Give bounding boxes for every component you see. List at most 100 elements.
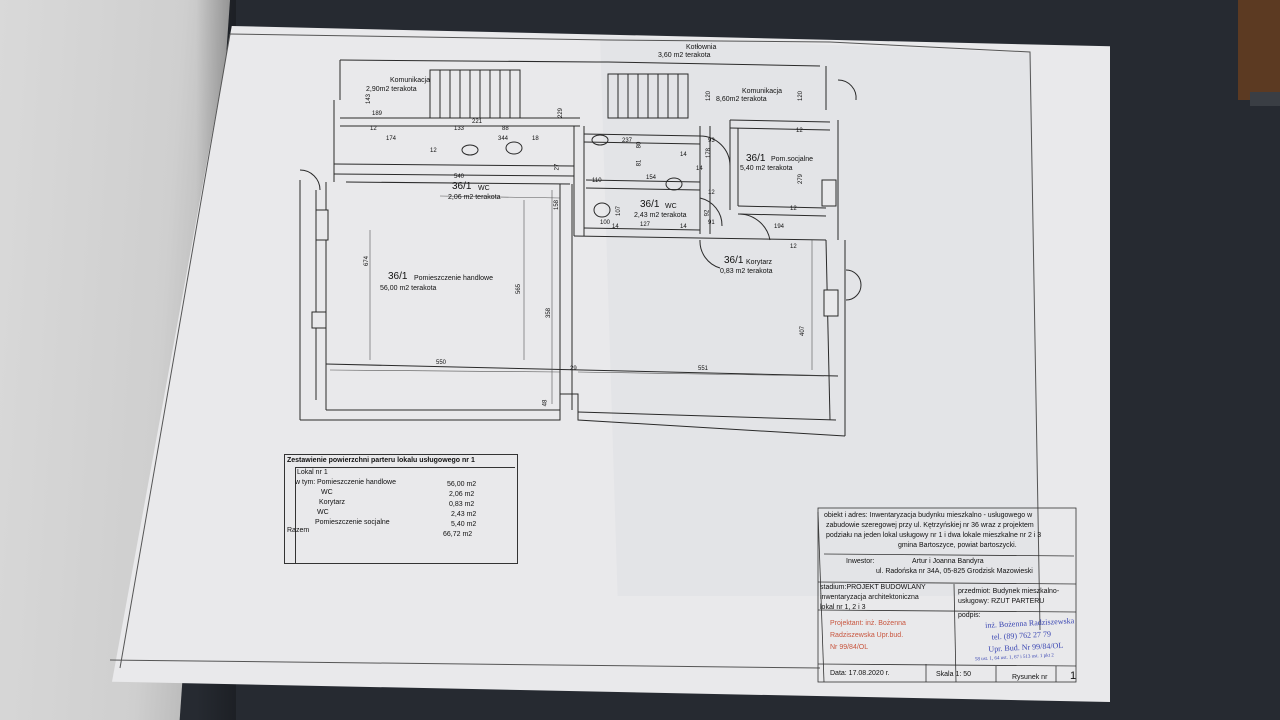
dimension-label: 14 [612, 224, 619, 230]
investor-line: Artur i Joanna Bandyra [912, 558, 984, 565]
room-area-korytarz: 0,83 m2 terakota [720, 268, 773, 275]
desk-wood [1238, 0, 1280, 100]
room-label-komunikacja-left: Komunikacja [390, 77, 431, 84]
title-block-grid [817, 507, 1077, 683]
summary-title: Zestawienie powierzchni parteru lokalu u… [287, 457, 475, 464]
room-label-wc-left: WC [478, 185, 490, 192]
subject-line: usługowy: RZUT PARTERU [958, 598, 1045, 605]
dimension-label: 14 [680, 152, 687, 158]
dimension-label: 120 [798, 90, 805, 102]
dimension-label: 127 [640, 222, 651, 228]
designer-line: Nr 99/84/OL [830, 644, 869, 651]
dimension-label: 565 [516, 283, 523, 295]
room-label-pomieszczenie-handlowe: Pomieszczenie handlowe [414, 275, 493, 282]
summary-row-name: WC [321, 489, 333, 496]
drawing-number: 1 [1070, 670, 1077, 682]
room-label-korytarz: Korytarz [746, 259, 773, 266]
dimension-label: 358 [546, 307, 553, 319]
stamp-line: 58 ust. 1, 64 ust. 1, 67 i 513 ust. 1 pk… [974, 653, 1055, 663]
summary-row-name: WC [317, 509, 329, 516]
subject-line: przedmiot: Budynek mieszkalno- [958, 588, 1060, 595]
designer-stamp: inż. Bożenna Radziszewska tel. (89) 762 … [965, 612, 1117, 668]
stamp-line: tel. (89) 762 27 79 [991, 629, 1052, 642]
drawing-number-label: Rysunek nr [1012, 674, 1048, 681]
summary-unit: Lokal nr 1 [297, 469, 328, 476]
dimension-label: 110 [592, 178, 602, 184]
room-num-pom-socjalne: 36/1 [746, 153, 766, 164]
dimension-label: 81 [636, 159, 643, 167]
dimension-label: 29 [570, 366, 577, 372]
dimension-label: 80 [636, 141, 643, 149]
investor-label: Inwestor: [846, 558, 875, 565]
room-label-kotlownia: Kotłownia [686, 44, 717, 51]
dimension-label: 551 [698, 366, 709, 372]
summary-row-value: 5,40 m2 [451, 521, 477, 528]
dimension-label: 237 [622, 138, 633, 144]
room-area-pomieszczenie-handlowe: 56,00 m2 terakota [380, 285, 437, 292]
summary-total-label: Razem [287, 527, 310, 534]
room-label-pom-socjalne: Pom.socjalne [771, 156, 814, 163]
stadium-line: inwentaryzacja architektoniczna [820, 594, 919, 601]
dimension-label: 178 [706, 147, 713, 159]
dimension-label: 93 [708, 138, 715, 144]
object-line: obiekt i adres: Inwentaryzacja budynku m… [824, 512, 1033, 519]
dimension-label: 158 [554, 199, 561, 211]
investor-line: ul. Radońska nr 34A, 05-825 Grodzisk Maz… [876, 568, 1033, 575]
room-area-komunikacja-right: 8,60m2 terakota [716, 96, 767, 103]
dimension-label: 154 [646, 175, 657, 181]
room-num-korytarz: 36/1 [724, 255, 744, 266]
room-num-pomieszczenie-handlowe: 36/1 [388, 271, 408, 282]
dimension-label: 407 [800, 325, 807, 337]
summary-row-value: 56,00 m2 [447, 481, 477, 488]
dimension-label: 92 [704, 209, 711, 217]
object-line: zabudowie szeregowej przy ul. Kętrzyński… [826, 522, 1034, 529]
dimension-label: 12 [790, 244, 797, 250]
dimension-label: 12 [430, 148, 437, 154]
stamp-line: Upr. Bud. Nr 99/84/OL [988, 640, 1064, 654]
dimension-label: 91 [708, 220, 715, 226]
dimension-label: 27 [554, 163, 561, 171]
designer-line: Radziszewska Upr.bud. [830, 632, 904, 639]
dimension-label: 143 [366, 93, 373, 105]
dimension-label: 14 [680, 224, 687, 230]
drawing-date: Data: 17.08.2020 r. [830, 670, 890, 677]
dimension-label: 279 [798, 173, 805, 185]
summary-row-value: 2,43 m2 [451, 511, 477, 518]
room-num-wc-middle: 36/1 [640, 199, 660, 210]
table-divider [295, 467, 296, 563]
dimension-label: 107 [616, 205, 623, 217]
summary-total-value: 66,72 m2 [443, 531, 473, 538]
dimension-label: 221 [472, 119, 483, 125]
dimension-label: 12 [796, 128, 803, 134]
object-line: podziału na jeden lokal usługowy nr 1 i … [826, 532, 1042, 539]
stamp-line: inż. Bożenna Radziszewska [984, 616, 1075, 630]
stadium-line: lokal nr 1, 2 i 3 [820, 604, 866, 611]
dimension-label: 174 [386, 136, 397, 142]
dimension-label: 344 [498, 136, 509, 142]
summary-row-name: Korytarz [319, 499, 346, 506]
room-area-komunikacja-left: 2,90m2 terakota [366, 86, 417, 93]
dimension-label: 100 [600, 220, 611, 226]
room-num-wc-left: 36/1 [452, 181, 472, 192]
dimension-label: 88 [502, 126, 509, 132]
area-summary-table: Zestawienie powierzchni parteru lokalu u… [284, 454, 518, 564]
room-label-wc-middle: WC [665, 203, 677, 210]
dimension-label: 540 [454, 174, 465, 180]
dimension-label: 120 [706, 90, 713, 102]
dimension-label: 674 [364, 255, 371, 267]
summary-row-name: Pomieszczenie socjalne [315, 519, 390, 526]
drawing-scale: Skala 1: 50 [936, 671, 972, 678]
designer-line: Projektant: inż. Bożenna [830, 620, 906, 627]
dimension-label: 14 [696, 166, 703, 172]
room-area-pom-socjalne: 5,40 m2 terakota [740, 165, 793, 172]
dimension-label: 133 [454, 126, 465, 132]
summary-row-value: 2,06 m2 [449, 491, 475, 498]
dimension-label: 550 [436, 360, 447, 366]
dimension-label: 12 [370, 126, 377, 132]
room-label-komunikacja-right: Komunikacja [742, 88, 783, 95]
summary-row-name: Pomieszczenie handlowe [317, 479, 396, 486]
room-area-wc-left: 2,06 m2 terakota [448, 194, 501, 201]
dimension-label: 229 [558, 107, 565, 119]
dimension-label: 12 [708, 190, 715, 196]
